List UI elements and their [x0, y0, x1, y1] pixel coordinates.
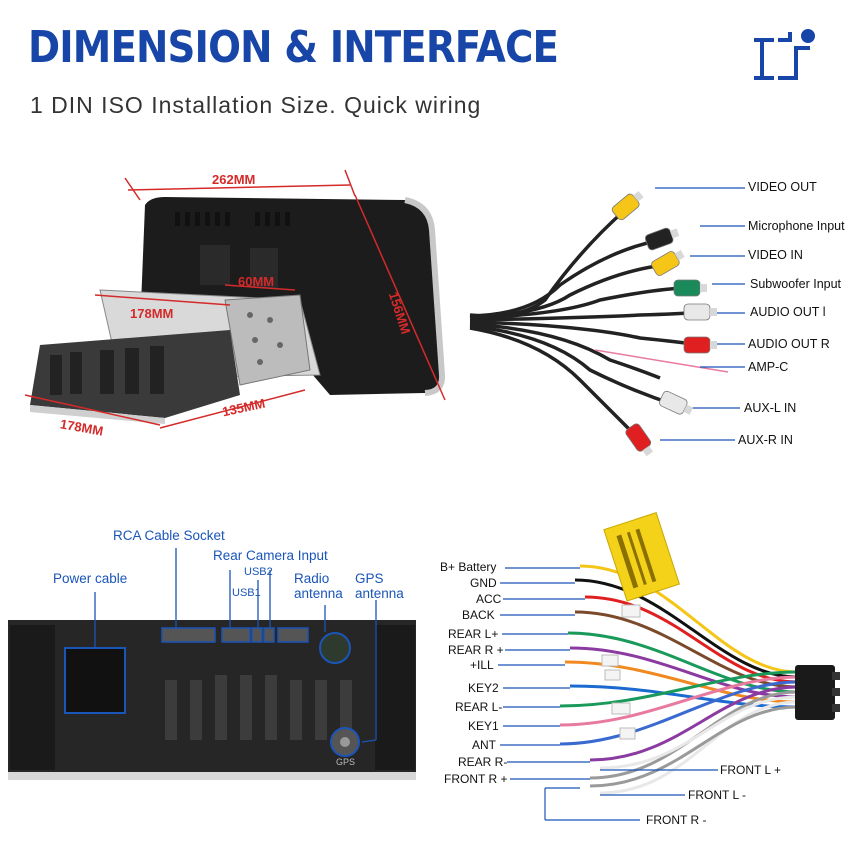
cable-label-audio-out-l: AUDIO OUT l	[750, 305, 826, 319]
wire-label-ant: ANT	[472, 738, 496, 752]
harness-wire-13	[599, 695, 798, 770]
wire-label-key2: KEY2	[468, 681, 499, 695]
wire-label-acc: ACC	[476, 592, 502, 606]
cable-label-audio-out-r: AUDIO OUT R	[748, 337, 830, 351]
label-usb1: USB1	[232, 587, 261, 599]
wire-label-front-r-plus: FRONT R +	[444, 772, 508, 786]
harness-wire-14	[599, 700, 798, 795]
harness-wire-0	[579, 564, 798, 674]
harness-wire-8	[559, 670, 798, 708]
cable-label-aux-r: AUX-R IN	[738, 433, 793, 447]
gps-port-mark: GPS	[336, 757, 356, 767]
cable-label-microphone: Microphone Input	[748, 219, 845, 233]
cable-label-subwoofer: Subwoofer Input	[750, 277, 842, 291]
wire-label-gnd: GND	[470, 576, 497, 590]
cable-label-amp-c: AMP-C	[748, 360, 789, 374]
wire-label-b-battery: B+ Battery	[440, 560, 497, 574]
page-subtitle: 1 DIN ISO Installation Size. Quick wirin…	[30, 92, 482, 118]
label-radio-antenna: Radio antenna	[294, 571, 343, 601]
harness-wire-10	[559, 680, 798, 746]
wire-label-front-r-minus: FRONT R -	[646, 813, 707, 827]
label-usb2: USB2	[244, 566, 273, 578]
wire-label-back: BACK	[462, 608, 495, 622]
dimension-depth-mid: 178MM	[130, 306, 174, 321]
harness-wire-9	[559, 675, 798, 727]
harness-wire-15	[589, 705, 798, 788]
cable-label-aux-l: AUX-L IN	[744, 401, 797, 415]
cable-label-video-in: VIDEO IN	[748, 248, 803, 262]
wire-label-key1: KEY1	[468, 719, 499, 733]
wire-label-ill: +ILL	[470, 658, 494, 672]
harness-wire-11	[589, 685, 798, 762]
dimension-width-top: 262MM	[212, 172, 256, 187]
wire-label-front-l-minus: FRONT L -	[688, 788, 747, 802]
wire-label-rear-l-plus: REAR L+	[448, 627, 499, 641]
dimension-bracket: 60MM	[238, 274, 275, 289]
label-rear-camera: Rear Camera Input	[213, 548, 328, 563]
label-power-cable: Power cable	[53, 571, 128, 586]
page-title: DIMENSION & INTERFACE	[28, 22, 559, 73]
label-rca-socket: RCA Cable Socket	[113, 528, 225, 543]
label-gps-antenna: GPS antenna	[355, 571, 404, 601]
wire-label-rear-l-minus: REAR L-	[455, 700, 503, 714]
wire-label-rear-r-plus: REAR R +	[448, 643, 504, 657]
cable-label-video-out: VIDEO OUT	[748, 180, 817, 194]
wire-label-front-l-plus: FRONT L +	[720, 763, 782, 777]
wire-label-rear-r-minus: REAR R-	[458, 755, 508, 769]
